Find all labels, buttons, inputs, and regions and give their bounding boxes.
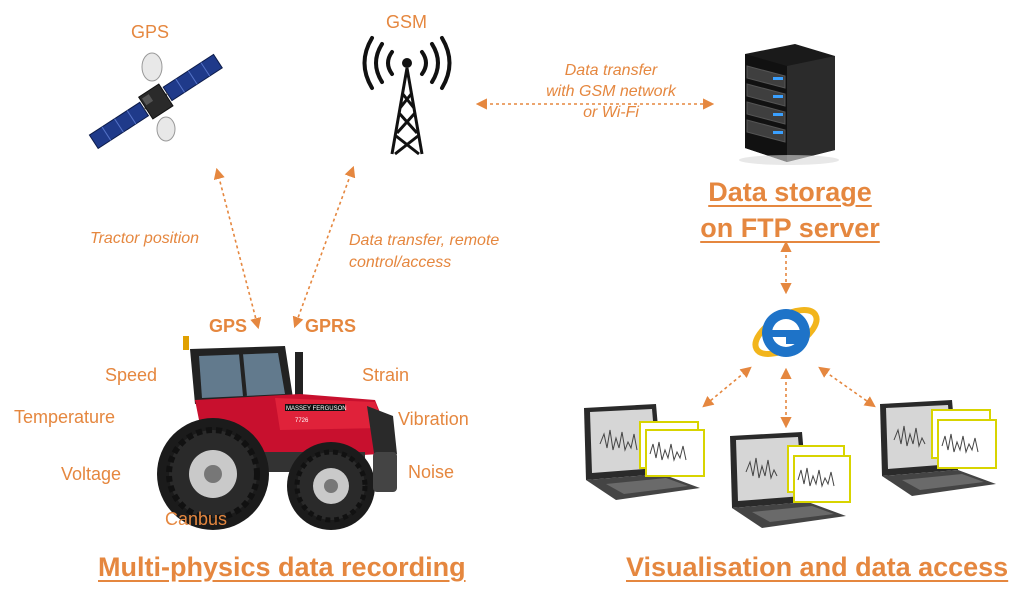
- gsm-server-link-label: Data transfer with GSM network or Wi-Fi: [516, 60, 706, 123]
- multi-physics-title: Multi-physics data recording: [98, 552, 466, 582]
- data-storage-title: Data storage on FTP server: [690, 174, 890, 246]
- sensor-temperature-label: Temperature: [14, 407, 116, 427]
- gsm-antenna-icon: [362, 36, 452, 156]
- arrow-browser-laptop-left: [702, 366, 752, 408]
- tractor-gsm-link-line-1: Data transfer, remote: [349, 232, 500, 249]
- sensor-strain-label: Strain: [362, 365, 410, 385]
- laptop-middle-icon: [730, 432, 851, 528]
- data-storage-line-1: Data storage: [708, 177, 872, 207]
- visualisation-title: Visualisation and data access: [626, 552, 1009, 582]
- gsm-label: GSM: [386, 12, 428, 32]
- tractor-gprs-label: GPRS: [305, 316, 357, 336]
- browser-icon: [752, 307, 820, 357]
- sensor-canbus-label: Canbus: [165, 509, 228, 529]
- sensor-voltage-label: Voltage: [61, 464, 122, 484]
- sensor-noise-label: Noise: [408, 462, 455, 482]
- arrow-browser-laptop-right: [818, 366, 876, 408]
- tractor-gps-label: GPS: [209, 316, 248, 336]
- server-icon: [739, 44, 839, 165]
- arrow-satellite-tractor: [213, 167, 262, 330]
- gsm-server-link-line-2: with GSM network: [546, 83, 676, 100]
- gsm-server-link-line-1: Data transfer: [564, 62, 658, 79]
- tractor-gsm-link-line-2: control/access: [349, 254, 452, 271]
- laptop-left-icon: [584, 404, 705, 500]
- gsm-server-link-line-3: or Wi-Fi: [583, 104, 639, 121]
- tractor-model-text: 7726: [295, 418, 309, 424]
- laptop-right-icon: [880, 400, 997, 496]
- tractor-icon: MASSEY FERGUSON 7726: [157, 336, 397, 530]
- sensor-speed-label: Speed: [105, 365, 158, 385]
- satellite-icon: [88, 52, 223, 150]
- data-storage-line-2: on FTP server: [700, 213, 880, 243]
- tractor-brand-text: MASSEY FERGUSON: [286, 406, 347, 412]
- arrow-gsm-tractor: [292, 165, 356, 329]
- gps-satellite-label: GPS: [131, 22, 170, 42]
- sensor-vibration-label: Vibration: [398, 409, 469, 429]
- tractor-gsm-link-label: Data transfer, remote control/access: [349, 230, 499, 274]
- tractor-position-label: Tractor position: [90, 230, 200, 247]
